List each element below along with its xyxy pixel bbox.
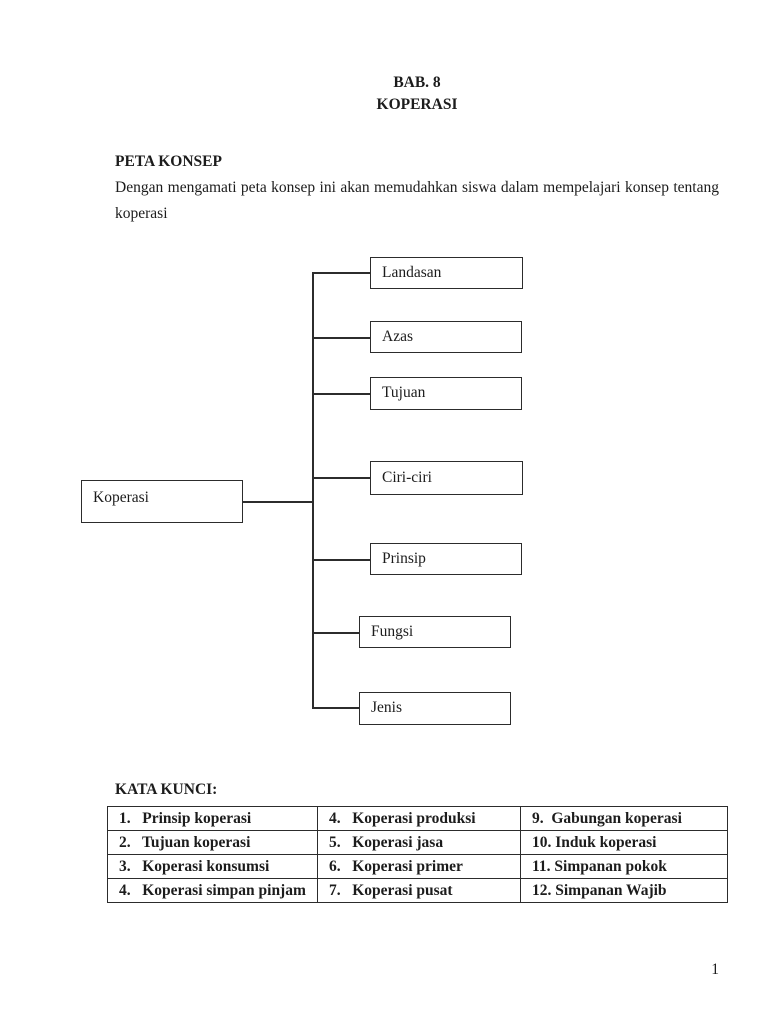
table-row: 2. Tujuan koperasi 5. Koperasi jasa 10. … bbox=[107, 830, 728, 855]
concept-node-label: Koperasi bbox=[93, 489, 149, 506]
chapter-number: BAB. 8 bbox=[393, 74, 441, 91]
concept-node-label: Prinsip bbox=[382, 550, 426, 567]
keyword-cell: 7. Koperasi pusat bbox=[317, 878, 521, 903]
keyword-cell: 9. Gabungan koperasi bbox=[520, 806, 728, 831]
page-number: 1 bbox=[711, 961, 719, 978]
concept-node-label: Fungsi bbox=[371, 623, 414, 640]
keyword-cell: 4. Koperasi simpan pinjam bbox=[107, 878, 318, 903]
table-row: 4. Koperasi simpan pinjam 7. Koperasi pu… bbox=[107, 878, 728, 903]
concept-node-ciri-ciri: Ciri-ciri bbox=[370, 461, 523, 495]
concept-node-label: Jenis bbox=[371, 699, 402, 716]
keyword-cell: 2. Tujuan koperasi bbox=[107, 830, 318, 855]
intro-paragraph-line-1: Dengan mengamati peta konsep ini akan me… bbox=[115, 179, 719, 196]
section-heading: PETA KONSEP bbox=[115, 153, 222, 170]
concept-node-azas: Azas bbox=[370, 321, 522, 353]
intro-paragraph-line-2: koperasi bbox=[115, 205, 168, 222]
table-row: 1. Prinsip koperasi 4. Koperasi produksi… bbox=[107, 806, 728, 831]
keyword-cell: 4. Koperasi produksi bbox=[317, 806, 521, 831]
concept-node-prinsip: Prinsip bbox=[370, 543, 522, 575]
concept-node-label: Landasan bbox=[382, 264, 442, 281]
connector-line-fungsi bbox=[312, 632, 359, 634]
peta-konsep-section: PETA KONSEP Dengan mengamati peta konsep… bbox=[115, 149, 719, 227]
connector-line-landasan bbox=[312, 272, 370, 274]
connector-line-ciri-ciri bbox=[312, 477, 370, 479]
keyword-cell: 6. Koperasi primer bbox=[317, 854, 521, 879]
concept-node-label: Tujuan bbox=[382, 384, 426, 401]
keyword-cell: 11. Simpanan pokok bbox=[520, 854, 728, 879]
concept-node-fungsi: Fungsi bbox=[359, 616, 511, 648]
concept-node-jenis: Jenis bbox=[359, 692, 511, 725]
concept-node-label: Ciri-ciri bbox=[382, 469, 432, 486]
keyword-cell: 5. Koperasi jasa bbox=[317, 830, 521, 855]
connector-line-azas bbox=[312, 337, 370, 339]
chapter-name: KOPERASI bbox=[376, 96, 458, 113]
concept-node-tujuan: Tujuan bbox=[370, 377, 522, 410]
concept-node-label: Azas bbox=[382, 328, 413, 345]
chapter-title: BAB. 8 KOPERASI bbox=[115, 72, 719, 116]
keyword-cell: 10. Induk koperasi bbox=[520, 830, 728, 855]
connector-line-tujuan bbox=[312, 393, 370, 395]
connector-line-prinsip bbox=[312, 559, 370, 561]
keyword-cell: 3. Koperasi konsumsi bbox=[107, 854, 318, 879]
keywords-table: 1. Prinsip koperasi 4. Koperasi produksi… bbox=[107, 806, 728, 903]
concept-node-koperasi: Koperasi bbox=[81, 480, 243, 523]
keyword-cell: 1. Prinsip koperasi bbox=[107, 806, 318, 831]
root-connector-line bbox=[243, 501, 313, 503]
trunk-connector-line bbox=[312, 272, 314, 709]
keyword-cell: 12. Simpanan Wajib bbox=[520, 878, 728, 903]
concept-map-diagram: Koperasi Landasan Azas Tujuan Ciri-ciri … bbox=[81, 257, 523, 725]
concept-node-landasan: Landasan bbox=[370, 257, 523, 289]
connector-line-jenis bbox=[312, 707, 359, 709]
table-row: 3. Koperasi konsumsi 6. Koperasi primer … bbox=[107, 854, 728, 879]
keywords-heading: KATA KUNCI: bbox=[115, 781, 218, 798]
